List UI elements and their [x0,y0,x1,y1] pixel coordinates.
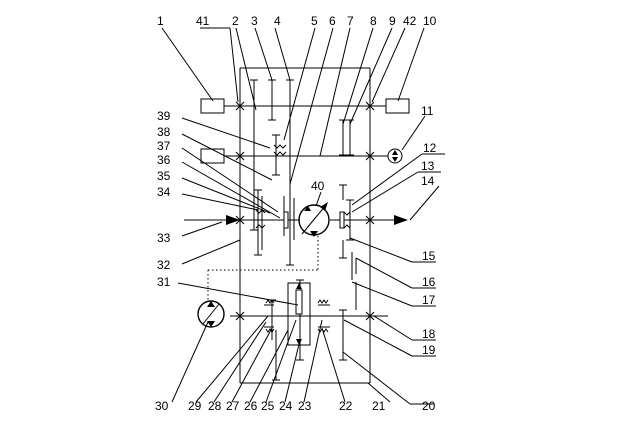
label-40: 40 [311,179,325,193]
label-15: 15 [422,249,436,263]
label-22: 22 [339,399,353,413]
input-arrow [184,215,240,225]
label-36: 36 [157,153,171,167]
label-21: 21 [372,399,386,413]
label-9: 9 [389,14,396,28]
label-2: 2 [232,14,239,28]
label-37: 37 [157,139,171,153]
label-14: 14 [421,174,435,188]
right-box [385,98,410,114]
left-box-2 [200,148,225,164]
output-arrow [370,215,408,225]
label-3: 3 [251,14,258,28]
label-33: 33 [157,231,171,245]
bearings [235,101,375,321]
component-labels: 1 41 2 3 4 5 6 7 8 9 42 10 11 12 13 14 1… [155,14,437,413]
leader-lines [161,27,445,405]
label-6: 6 [329,14,336,28]
label-11: 11 [421,104,434,118]
left-box-1 [200,98,225,114]
label-32: 32 [157,258,171,272]
label-24: 24 [279,399,293,413]
label-17: 17 [422,293,436,307]
label-35: 35 [157,169,171,183]
label-16: 16 [422,275,436,289]
pump-symbol-11 [387,148,403,164]
label-10: 10 [423,14,437,28]
label-18: 18 [422,327,436,341]
label-5: 5 [311,14,318,28]
label-30: 30 [155,399,169,413]
label-19: 19 [422,343,436,357]
label-28: 28 [208,399,222,413]
label-26: 26 [244,399,258,413]
label-1: 1 [157,14,164,28]
label-39: 39 [157,109,171,123]
housing-frame [239,67,371,384]
label-34: 34 [157,185,171,199]
label-20: 20 [422,399,436,413]
label-42: 42 [403,14,417,28]
label-38: 38 [157,125,171,139]
hydraulic-motor-30 [197,300,225,328]
hydraulic-dotted-line [207,236,319,300]
label-29: 29 [188,399,202,413]
planetary-set [264,282,330,346]
label-13: 13 [421,159,435,173]
label-23: 23 [298,399,312,413]
label-12: 12 [423,141,437,155]
label-31: 31 [157,275,171,289]
variable-pump-40 [298,202,330,237]
label-7: 7 [347,14,354,28]
label-41: 41 [196,14,210,28]
label-27: 27 [226,399,240,413]
label-8: 8 [370,14,377,28]
clutches [255,144,351,229]
label-25: 25 [261,399,275,413]
label-4: 4 [274,14,281,28]
